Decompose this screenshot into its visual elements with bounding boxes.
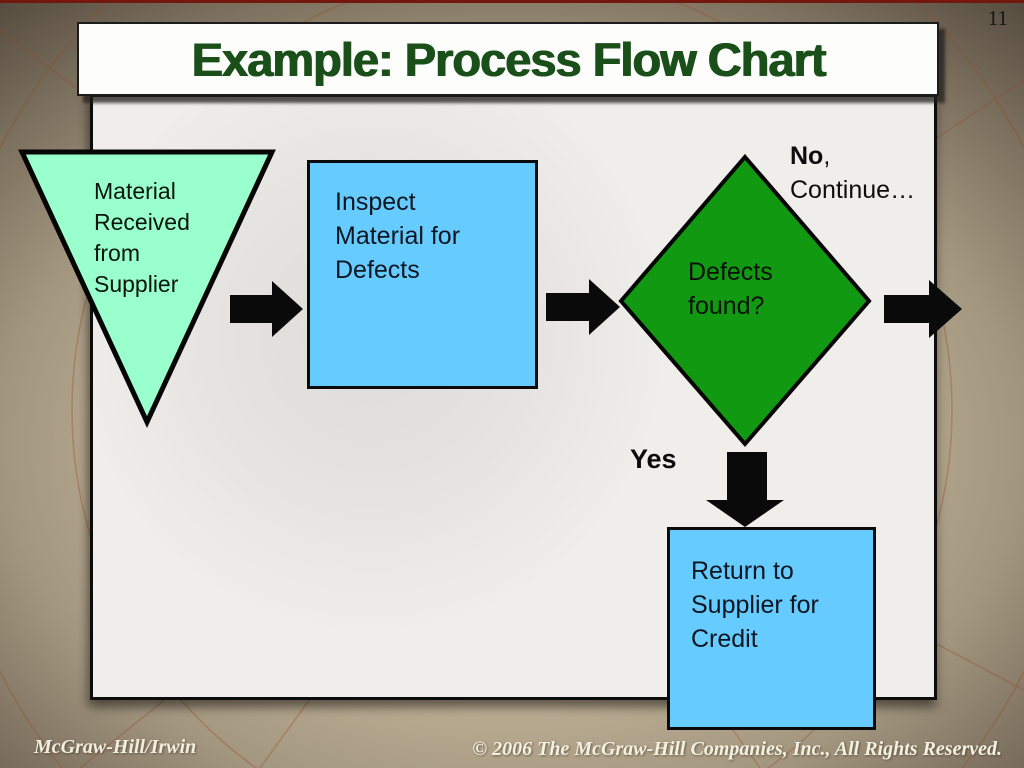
no-branch-label-bold: No <box>790 142 824 170</box>
no-branch-label-comma: , <box>823 142 831 170</box>
no-branch-label: No, Continue… <box>790 140 940 208</box>
slide-top-accent <box>0 0 1024 3</box>
yes-branch-label: Yes <box>630 444 677 474</box>
no-branch-label-line2: Continue… <box>790 175 916 204</box>
footer-brand: McGraw-Hill/Irwin <box>34 736 197 758</box>
decision-diamond-label: Defects found? <box>688 258 773 320</box>
footer-copyright: © 2006 The McGraw-Hill Companies, Inc., … <box>472 738 1002 760</box>
process-box-return <box>667 527 876 730</box>
inspect-box-label: Inspect Material for Defects <box>335 188 461 284</box>
start-triangle-label: Material Received from Supplier <box>94 178 190 298</box>
process-box-inspect <box>307 160 538 389</box>
slide-title: Example: Process Flow Chart <box>191 32 826 86</box>
return-box-label: Return to Supplier for Credit <box>691 557 819 653</box>
slide-page-number: 11 <box>987 6 1008 30</box>
slide-title-banner: Example: Process Flow Chart <box>77 22 939 96</box>
